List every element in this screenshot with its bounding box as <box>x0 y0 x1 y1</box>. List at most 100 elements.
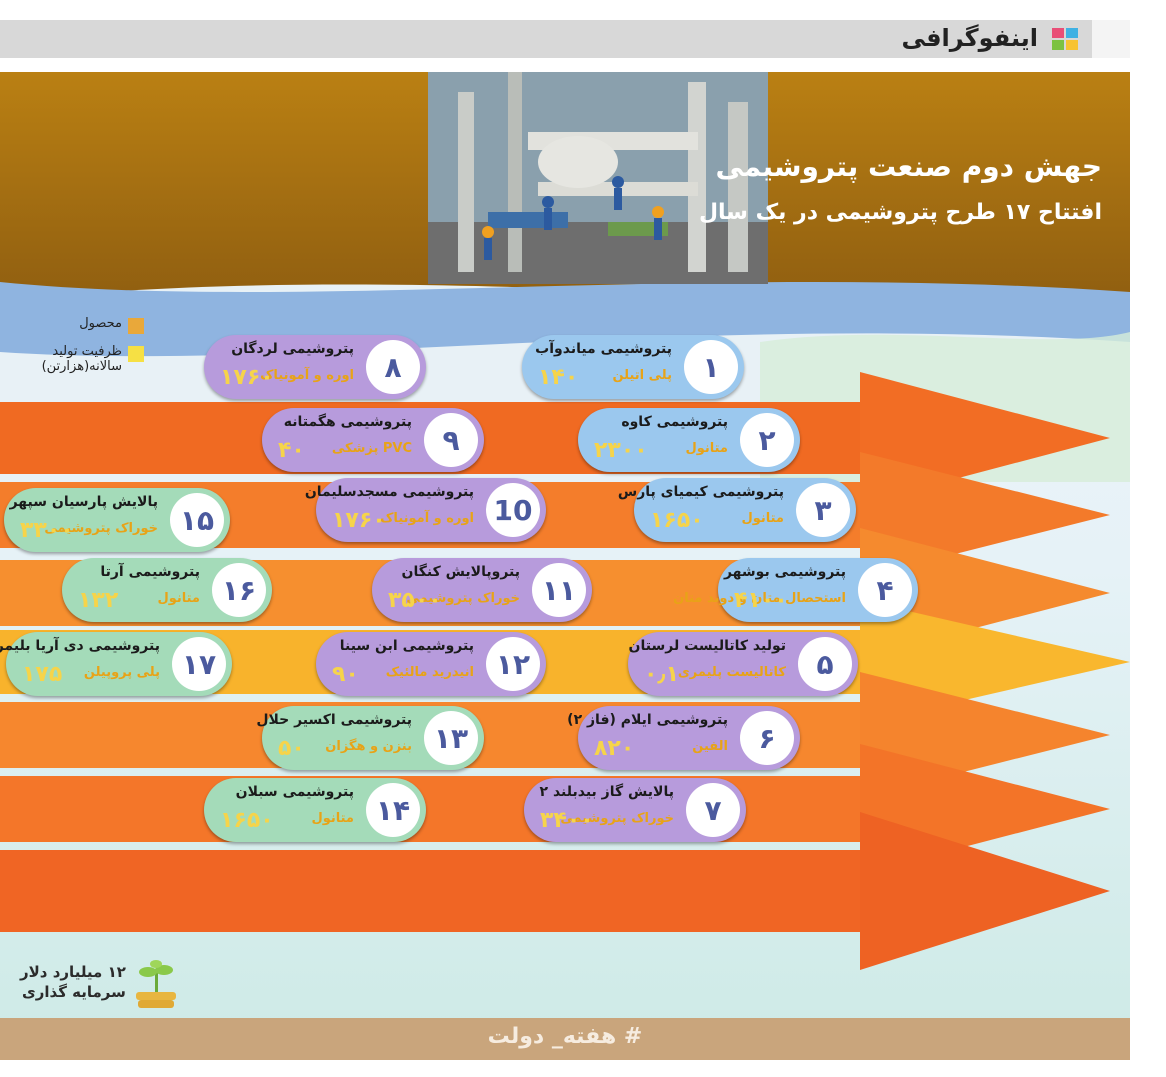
project-capacity: ۳۵۰۰ <box>388 588 442 613</box>
money-plant-icon <box>136 960 176 1008</box>
product-swatch <box>128 318 144 334</box>
project-number: ۱۷ <box>172 637 226 691</box>
legend-product-label: محصول <box>79 316 122 331</box>
project-product: اوره و آمونیاک <box>380 511 474 526</box>
project-card: ۱۷ پتروشیمی دی آریا بلیمر پلی پروپیلن ۱۷۵ <box>0 632 232 696</box>
project-card: ۱۴ پتروشیمی سبلان متانول ۱۶۵۰ <box>204 778 426 842</box>
project-card: ۲ پتروشیمی کاوه متانول ۲۳۰۰ <box>578 408 800 472</box>
project-product: متانول <box>741 511 784 526</box>
project-product: الفین <box>692 739 728 754</box>
project-card: ۱۲ پتروشیمی ابن سینا انیدرید مالئیک ۹۰ <box>316 632 546 696</box>
project-capacity: ۱۷۶۰ <box>220 365 274 390</box>
project-card: ۳ پتروشیمی کیمیای پارس متانول ۱۶۵۰ <box>618 478 856 542</box>
project-name: پالایش گاز بیدبلند ۲ <box>539 784 674 800</box>
project-name: پتروشیمی کیمیای پارس <box>617 484 784 500</box>
project-name: پتروشیمی کاوه <box>621 414 728 430</box>
project-name: پتروشیمی سبلان <box>235 784 354 800</box>
project-product: PVC پزشکی <box>331 441 412 456</box>
project-name: پتروپالایش کنگان <box>401 564 520 580</box>
project-number: ۱۲ <box>486 637 540 691</box>
project-capacity: ۱۷۶۰ <box>332 508 386 533</box>
section-title: اینفوگرافی <box>901 24 1038 52</box>
project-product: پلی اتیلن <box>612 368 672 383</box>
project-card: ۱ پتروشیمی میاندوآب پلی اتیلن ۱۴۰ <box>522 335 744 399</box>
project-number: ۶ <box>740 711 794 765</box>
legend-capacity-label: ظرفیت تولید سالانه(هزارتن) <box>41 344 122 374</box>
corner-box <box>1092 20 1130 58</box>
top-bar: اینفوگرافی <box>0 20 1130 58</box>
project-capacity: ۳۴۰۰ <box>540 808 594 833</box>
project-number: ۷ <box>686 783 740 837</box>
project-capacity: ۴۱۰۰ <box>734 588 788 613</box>
project-name: پتروشیمی هگمتانه <box>283 414 412 430</box>
project-capacity: ۳۳۰۰ <box>20 518 74 543</box>
project-number: ۳ <box>796 483 850 537</box>
project-capacity: ۲۳۰۰ <box>594 438 648 463</box>
project-name: پتروشیمی دی آریا بلیمر <box>0 638 160 654</box>
refinery-photo <box>428 72 768 284</box>
project-capacity: ۱۳۲ <box>78 588 119 613</box>
project-number: ۱ <box>684 340 738 394</box>
project-capacity: ۰٫۱ <box>644 662 680 687</box>
project-product: متانول <box>685 441 728 456</box>
project-capacity: ۱۶۵۰ <box>650 508 704 533</box>
project-capacity: ۹۰ <box>332 662 359 687</box>
project-product: اوره و آمونیاک <box>260 368 354 383</box>
project-number: ۵ <box>798 637 852 691</box>
project-product: خوراک پتروشیمی <box>406 591 520 606</box>
project-number: ۱۴ <box>366 783 420 837</box>
project-capacity: ۱۴۰ <box>538 365 579 390</box>
project-name: پتروشیمی میاندوآب <box>535 341 672 357</box>
footer-band: # هفته_ دولت <box>0 1018 1130 1060</box>
project-capacity: ۵۰ <box>278 736 305 761</box>
project-name: پتروشیمی آرتا <box>100 564 200 580</box>
project-product: بنزن و هگزان <box>325 739 412 754</box>
investment-note: ۱۲ میلیارد دلار سرمایه گذاری <box>20 962 126 1002</box>
project-name: پتروشیمی ایلام (فاز ۲) <box>567 712 728 728</box>
investment-amount: ۱۲ میلیارد دلار <box>20 963 126 981</box>
project-number: ۴ <box>858 563 912 617</box>
project-product: انیدرید مالئیک <box>385 665 474 680</box>
project-number: ۸ <box>366 340 420 394</box>
project-number: ۱۶ <box>212 563 266 617</box>
project-name: پتروشیمی ابن سینا <box>339 638 474 654</box>
project-product: کاتالیست پلیمری <box>677 665 786 680</box>
project-number: ۲ <box>740 413 794 467</box>
hero-title: جهش دوم صنعت پتروشیمی <box>715 150 1102 183</box>
project-number: ۱۱ <box>532 563 586 617</box>
project-product: پلی پروپیلن <box>83 665 160 680</box>
legend-product: محصول <box>14 316 144 334</box>
project-product: متانول <box>311 811 354 826</box>
legend: محصول ظرفیت تولید سالانه(هزارتن) <box>14 316 144 384</box>
project-number: ۱۳ <box>424 711 478 765</box>
legend-capacity: ظرفیت تولید سالانه(هزارتن) <box>14 344 144 374</box>
project-capacity: ۱۶۵۰ <box>220 808 274 833</box>
project-capacity: ۱۷۵ <box>22 662 63 687</box>
project-name: پتروشیمی اکسیر حلال <box>256 712 412 728</box>
project-capacity: ۸۲۰ <box>594 736 635 761</box>
project-name: پتروشیمی مسجدسلیمان <box>304 484 474 500</box>
project-number: ۱۵ <box>170 493 224 547</box>
capacity-swatch <box>128 346 144 362</box>
project-number: 10 <box>486 483 540 537</box>
investment-label: سرمایه گذاری <box>22 983 126 1001</box>
project-product: استحصال متان و دوبد متان <box>673 591 846 606</box>
arrow-band-7 <box>0 812 1110 970</box>
project-capacity: ۴۰ <box>278 438 305 463</box>
project-name: پتروشیمی لردگان <box>231 341 354 357</box>
project-product: خوراک پتروشیمی <box>560 811 674 826</box>
project-card: ۱۳ پتروشیمی اکسیر حلال بنزن و هگزان ۵۰ <box>256 706 484 770</box>
puzzle-icon <box>1052 28 1078 50</box>
infographic-poster: جهش دوم صنعت پتروشیمی افتتاح ۱۷ طرح پترو… <box>0 72 1130 1060</box>
hashtag: # هفته_ دولت <box>487 1024 643 1049</box>
project-name: تولید کاتالیست لرستان <box>628 638 786 654</box>
project-name: پتروشیمی بوشهر <box>723 564 846 580</box>
